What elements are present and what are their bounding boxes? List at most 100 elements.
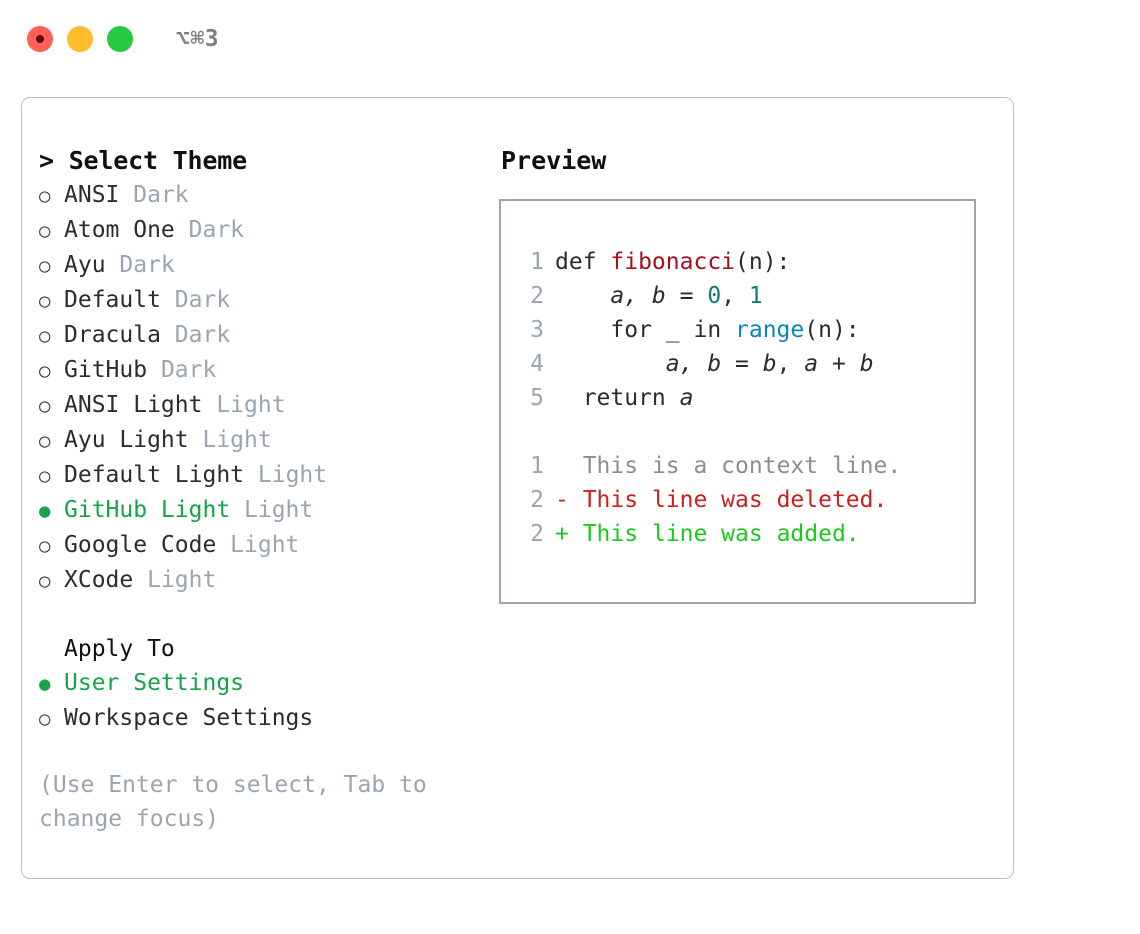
diff-marker: + [555,521,583,547]
theme-option-xcode[interactable]: ○XCode Light [39,563,499,598]
line-number: 5 [530,385,544,411]
code-token-builtin: range [735,317,805,343]
theme-selector-panel: > Select Theme ○ANSI Dark○Atom One Dark○… [39,144,499,836]
diff-sample: 1 This is a context line.2- This line wa… [516,449,974,551]
code-token-fn: fibonacci [610,249,736,275]
radio-unselected-icon: ○ [39,708,51,730]
diff-marker: - [555,487,583,513]
code-token-plain: (n): [735,249,791,275]
theme-name: Default [64,287,175,313]
code-token-plain [555,283,610,309]
theme-name: Ayu Light [64,427,203,453]
code-spacer [516,415,974,449]
maximize-button[interactable] [107,26,133,52]
theme-variant-tag: Dark [119,252,175,278]
theme-variant-tag: Dark [160,357,217,383]
preview-label: Preview [501,146,607,175]
theme-option-default[interactable]: ○Default Dark [39,283,499,318]
code-token-plain: for _ in [555,317,736,343]
keyboard-shortcut-label: ⌥⌘3 [176,26,220,52]
theme-name: Ayu [64,252,120,278]
window-controls [27,26,133,52]
code-line: 5 return a [516,381,974,415]
code-token-var: a, b [665,351,722,377]
radio-unselected-icon: ○ [39,430,51,452]
theme-option-atom-one[interactable]: ○ Atom One Dark [39,213,499,248]
apply-option-user-settings[interactable]: ●User Settings [39,666,499,701]
radio-selected-icon: ● [39,500,51,522]
code-line-content: for _ in range(n): [555,313,859,347]
radio-unselected-icon: ○ [39,535,51,557]
code-token-num: 1 [748,283,763,309]
theme-option-github-light[interactable]: ●GitHub Light Light [39,493,499,528]
theme-name: Atom One [64,217,189,243]
theme-variant-tag: Light [216,392,286,418]
code-token-num: 0 [707,283,722,309]
theme-option-ayu[interactable]: ○ Ayu Dark [39,248,499,283]
theme-name: Default Light [64,462,258,488]
radio-unselected-icon: ○ [39,220,51,242]
code-line: 3 for _ in range(n): [516,313,974,347]
radio-unselected-icon: ○ [39,465,51,487]
code-token-var: a [804,351,819,377]
theme-option-github[interactable]: ○GitHub Dark [39,353,499,388]
keyboard-hint: (Use Enter to select, Tab to change focu… [39,772,441,832]
radio-unselected-icon: ○ [39,255,51,277]
theme-option-ayu-light[interactable]: ○ Ayu Light Light [39,423,499,458]
theme-variant-tag: Dark [174,322,231,348]
apply-to-options[interactable]: ●User Settings ○ Workspace Settings [39,666,499,736]
diff-line-ctx: 1 This is a context line. [516,449,974,483]
code-line: 4 a, b = b, a + b [516,347,974,381]
theme-list[interactable]: ○ANSI Dark○Atom One Dark○Ayu Dark○Defaul… [39,178,499,598]
radio-unselected-icon: ○ [39,395,51,417]
theme-option-ansi[interactable]: ○ANSI Dark [39,178,499,213]
line-number: 4 [530,351,544,377]
apply-option-label: User Settings [64,670,245,696]
minimize-button[interactable] [67,26,93,52]
theme-name: Dracula [64,322,175,348]
theme-option-default-light[interactable]: ○ Default Light Light [39,458,499,493]
code-line: 2 a, b = 0, 1 [516,279,974,313]
radio-unselected-icon: ○ [39,185,51,207]
theme-variant-tag: Light [230,532,300,558]
theme-variant-tag: Dark [188,217,245,243]
code-token-plain: , [776,351,805,377]
code-token-var: b [859,351,874,377]
code-token-plain: return [555,385,680,411]
close-button[interactable] [27,26,53,52]
apply-to-title: Apply To [64,636,175,662]
code-line-content: a, b = 0, 1 [555,279,763,313]
line-number: 3 [530,317,544,343]
theme-variant-tag: Light [257,462,328,488]
theme-option-ansi-light[interactable]: ○ANSI Light Light [39,388,499,423]
code-line-content: a, b = b, a + b [555,347,874,381]
theme-name: XCode [64,567,148,593]
apply-option-workspace-settings[interactable]: ○ Workspace Settings [39,701,499,736]
radio-unselected-icon: ○ [39,325,51,347]
code-token-var: b [762,351,777,377]
code-token-plain: = [721,351,763,377]
theme-name: Google Code [64,532,231,558]
theme-option-dracula[interactable]: ○ Dracula Dark [39,318,499,353]
theme-option-google-code[interactable]: ○ Google Code Light [39,528,499,563]
titlebar: ⌥⌘3 [0,0,1140,78]
line-number: 2 [530,521,544,547]
diff-line-del: 2- This line was deleted. [516,483,974,517]
panel-title: > Select Theme [39,146,247,175]
code-token-var: a [679,385,694,411]
theme-variant-tag: Light [244,497,314,523]
apply-option-label: Workspace Settings [64,705,314,731]
radio-unselected-icon: ○ [39,360,51,382]
radio-unselected-icon: ○ [39,570,51,592]
diff-line-add: 2+ This line was added. [516,517,974,551]
code-line-content: return a [555,381,694,415]
code-line-content: def fibonacci(n): [555,245,790,279]
theme-variant-tag: Light [202,427,272,453]
code-token-plain: , [721,283,749,309]
theme-variant-tag: Dark [133,182,189,208]
theme-variant-tag: Dark [174,287,231,313]
